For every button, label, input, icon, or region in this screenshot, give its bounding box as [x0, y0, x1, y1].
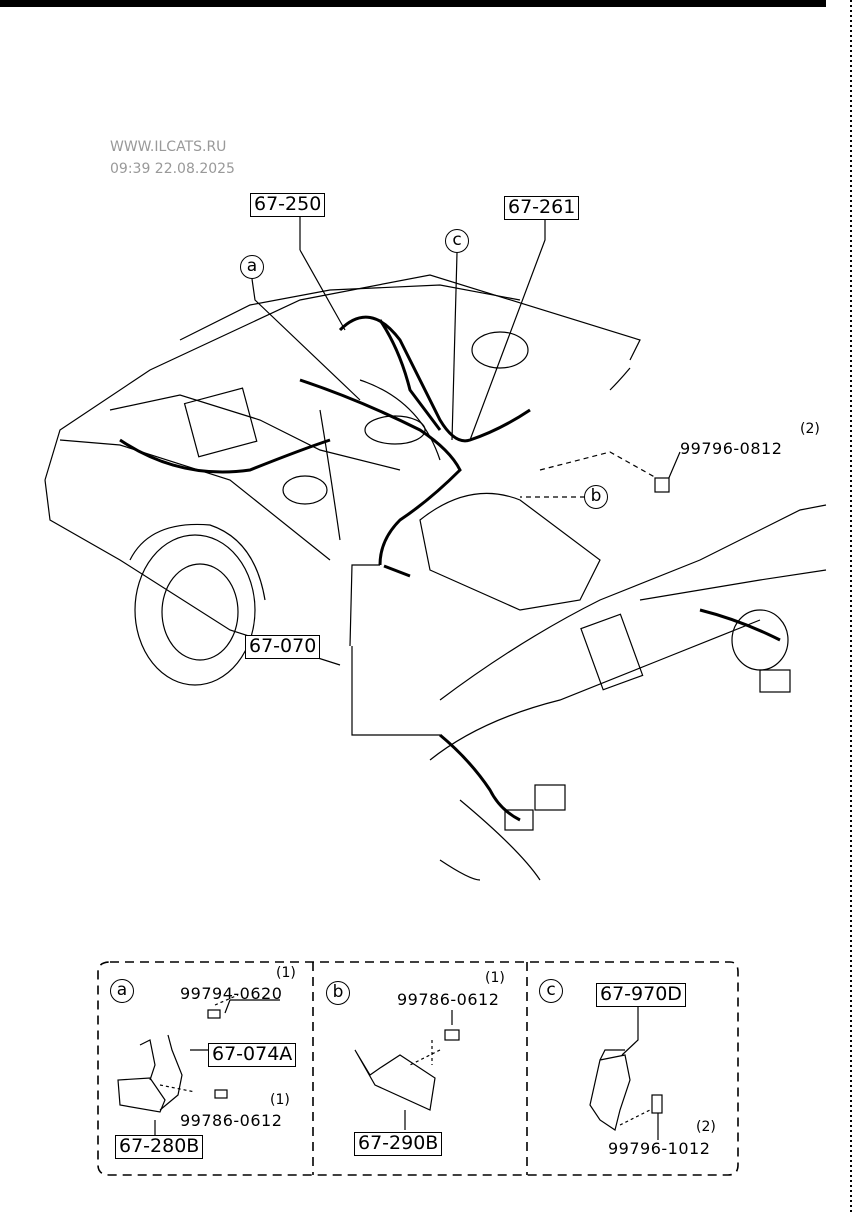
bolt-icon [654, 477, 670, 493]
part-67-074A-label[interactable]: 67-074A [208, 1043, 297, 1067]
ref-circle-b[interactable]: b [584, 485, 608, 509]
part-67-261-label[interactable]: 67-261 [504, 196, 580, 220]
top-border-bar [0, 0, 826, 7]
front-wheel [134, 534, 256, 686]
detail-c-drawing [589, 1003, 663, 1140]
bolt-99794-0620-qty: (1) [276, 965, 296, 981]
engine-bay-drawing [44, 274, 641, 686]
bolt-99794-0620-label[interactable]: 99794-0620 [180, 984, 283, 1003]
bolt-99786-0612-b-qty: (1) [485, 970, 505, 986]
wire-harness [119, 315, 781, 822]
detail-b-ref: b [326, 981, 350, 1005]
part-67-070-label[interactable]: 67-070 [245, 635, 321, 659]
part-67-250-label[interactable]: 67-250 [250, 193, 326, 217]
detail-a-drawing [117, 994, 280, 1135]
detail-b-drawing [354, 1010, 460, 1130]
part-67-290B-label[interactable]: 67-290B [354, 1132, 443, 1156]
bolt-99786-0612-a-label[interactable]: 99786-0612 [180, 1111, 283, 1130]
bolt-99786-0612-b-label[interactable]: 99786-0612 [397, 990, 500, 1009]
part-67-970D-label[interactable]: 67-970D [596, 983, 686, 1007]
leader-lines [251, 217, 681, 736]
bolt-99786-0612-a-qty: (1) [270, 1092, 290, 1108]
dashboard-drawing [429, 504, 827, 881]
bolt-99796-0812-qty: (2) [800, 421, 820, 437]
detail-a-ref: a [110, 979, 134, 1003]
detail-c-ref: c [539, 979, 563, 1003]
part-67-280B-label[interactable]: 67-280B [115, 1135, 204, 1159]
detail-panel-frame [97, 961, 739, 1176]
watermark-site: WWW.ILCATS.RU [110, 139, 227, 155]
bolt-99796-1012-qty: (2) [696, 1119, 716, 1135]
bolt-99796-0812-label[interactable]: 99796-0812 [680, 439, 783, 458]
watermark-timestamp: 09:39 22.08.2025 [110, 161, 235, 177]
bolt-99796-1012-label[interactable]: 99796-1012 [608, 1139, 711, 1158]
ref-circle-a[interactable]: a [240, 255, 264, 279]
ref-circle-c[interactable]: c [445, 229, 469, 253]
